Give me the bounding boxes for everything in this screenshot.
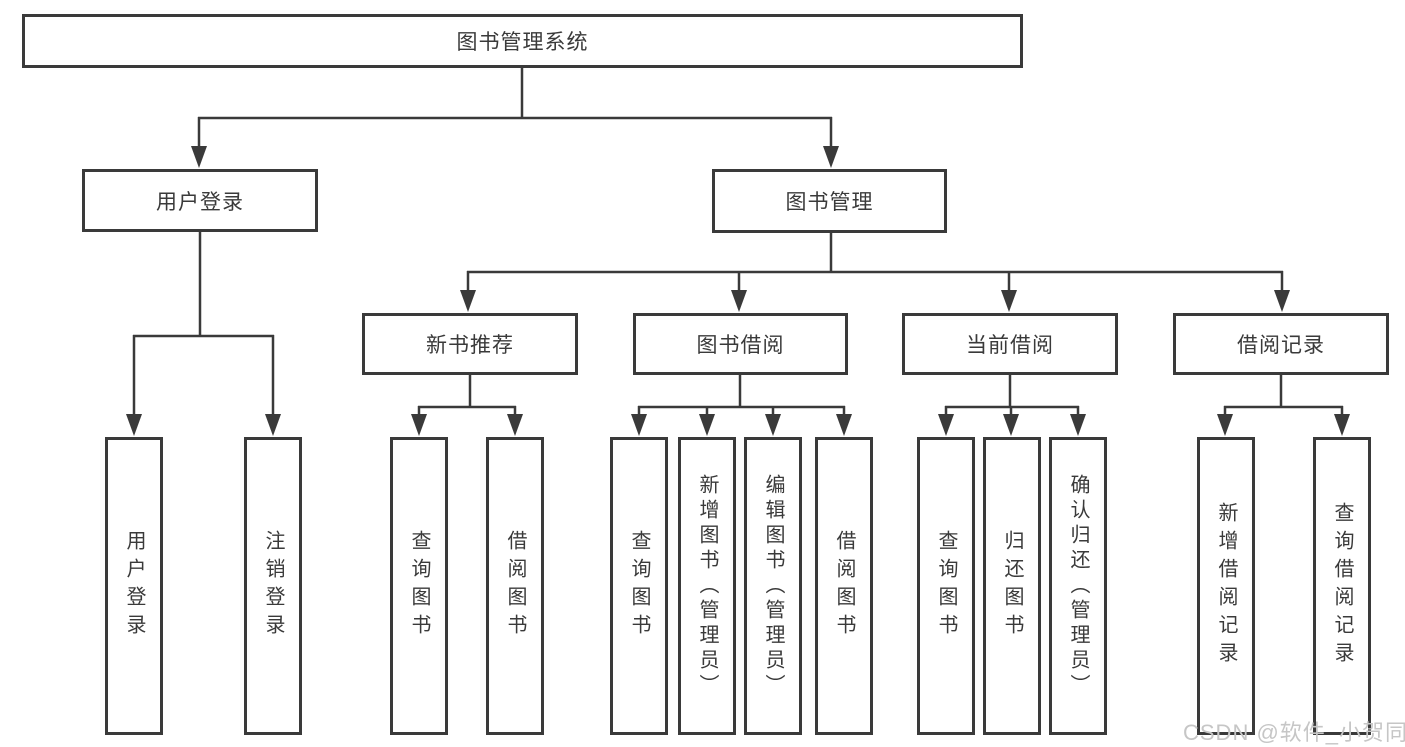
node-leaf-borrow-books-recommend: 借阅图书: [486, 437, 544, 735]
node-leaf-query-borrow-record: 查询借阅记录: [1313, 437, 1371, 735]
node-leaf-query-books-current: 查询图书: [917, 437, 975, 735]
node-user-login: 用户登录: [82, 169, 318, 232]
node-leaf-add-borrow-record: 新增借阅记录: [1197, 437, 1255, 735]
node-leaf-return-books: 归还图书: [983, 437, 1041, 735]
node-book-borrow: 图书借阅: [633, 313, 848, 375]
node-library-management-system: 图书管理系统: [22, 14, 1023, 68]
node-current-borrow: 当前借阅: [902, 313, 1118, 375]
csdn-watermark: CSDN @软件_小贺同学: [1183, 720, 1405, 745]
node-new-book-recommend: 新书推荐: [362, 313, 578, 375]
node-leaf-logout: 注销登录: [244, 437, 302, 735]
node-leaf-add-book-admin: 新增图书（管理员）: [678, 437, 736, 735]
node-leaf-borrow-books: 借阅图书: [815, 437, 873, 735]
node-borrow-records: 借阅记录: [1173, 313, 1389, 375]
node-leaf-confirm-return-admin: 确认归还（管理员）: [1049, 437, 1107, 735]
node-leaf-edit-book-admin: 编辑图书（管理员）: [744, 437, 802, 735]
node-leaf-query-books-recommend: 查询图书: [390, 437, 448, 735]
node-leaf-query-books-borrow: 查询图书: [610, 437, 668, 735]
node-book-management: 图书管理: [712, 169, 947, 233]
node-leaf-user-login: 用户登录: [105, 437, 163, 735]
